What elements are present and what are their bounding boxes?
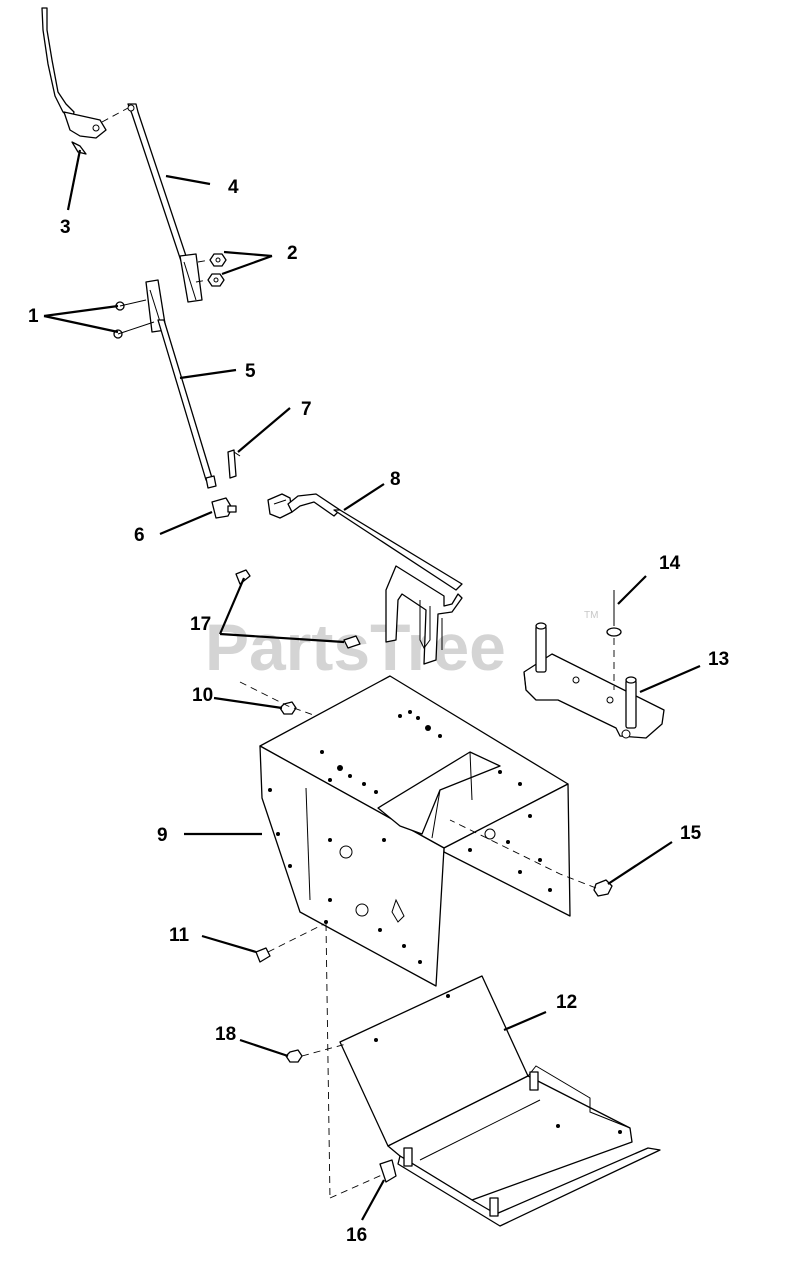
- callout-16: 16: [346, 1225, 367, 1246]
- alignment-line: [101, 107, 129, 123]
- stud-plate-13: [523, 622, 665, 739]
- bolts-1: [113, 299, 155, 339]
- alignment-line: [197, 259, 211, 263]
- callout-8: 8: [390, 469, 401, 490]
- nut-18: [285, 1049, 303, 1063]
- bolt-11: [255, 947, 271, 963]
- plate-12: [339, 975, 661, 1227]
- callout-13: 13: [708, 649, 729, 670]
- bolt-10: [279, 701, 297, 715]
- watermark-text: PartsTree: [205, 610, 506, 684]
- callout-18: 18: [215, 1024, 236, 1045]
- rod-upper: [127, 103, 203, 303]
- callout-9: 9: [157, 825, 168, 846]
- alignment-line: [325, 923, 331, 1201]
- callout-labels: 1 2 3 4 5 6 7 8 9 10 11 12 13 14 15 16 1…: [28, 177, 729, 1246]
- shift-lever: [41, 7, 107, 155]
- alignment-line: [239, 681, 323, 719]
- watermark-trademark: TM: [584, 610, 598, 621]
- clip-7: [227, 449, 241, 479]
- alignment-line: [329, 1173, 385, 1199]
- cotter-pins-17: [235, 569, 361, 649]
- clip-16: [379, 1159, 397, 1183]
- watermark: PartsTree TM: [205, 610, 598, 684]
- frame-9: [259, 675, 571, 987]
- rod-lower: [145, 279, 217, 489]
- callout-3: 3: [60, 217, 71, 238]
- callout-12: 12: [556, 992, 577, 1013]
- callout-11: 11: [169, 925, 190, 946]
- alignment-line: [267, 923, 325, 953]
- alignment-line: [195, 279, 209, 283]
- alignment-line: [449, 819, 597, 889]
- callout-10: 10: [192, 685, 213, 706]
- leader-lines: [43, 149, 701, 1221]
- pin-14: [606, 590, 622, 690]
- callout-2: 2: [287, 243, 298, 264]
- rod-bracket-8: [267, 493, 463, 665]
- nuts-2: [207, 253, 227, 287]
- clevis-6: [211, 497, 237, 519]
- callout-4: 4: [228, 177, 239, 198]
- callout-7: 7: [301, 399, 312, 420]
- callout-14: 14: [659, 553, 681, 574]
- callout-5: 5: [245, 361, 256, 382]
- callout-15: 15: [680, 823, 702, 844]
- alignment-line: [301, 1043, 347, 1057]
- callout-6: 6: [134, 525, 145, 546]
- bolt-15: [593, 879, 613, 897]
- callout-1: 1: [28, 306, 39, 327]
- callout-17: 17: [190, 614, 211, 635]
